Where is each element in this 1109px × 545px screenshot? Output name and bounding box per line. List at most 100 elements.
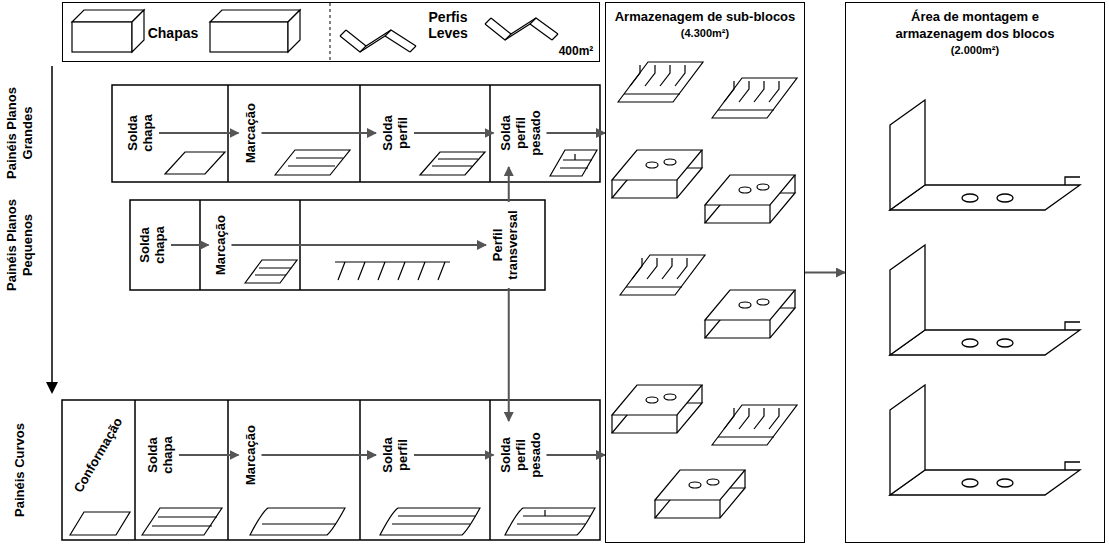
station-box: Solda chapa — [121, 99, 159, 167]
sub-block — [612, 150, 702, 198]
storage-box: Chapas Perfis Leves 400m² — [62, 2, 600, 62]
station-name: Conformação — [71, 415, 126, 495]
panel-sketch — [560, 154, 592, 168]
panel-sketch — [152, 517, 217, 526]
panel-sketch — [550, 150, 597, 176]
sub-block — [712, 405, 797, 445]
plate-stack — [210, 10, 300, 22]
plate-stack — [210, 22, 288, 52]
station-name: Perfil transversal — [490, 206, 520, 284]
flow-arrow — [159, 132, 239, 134]
profile-sketch — [491, 18, 558, 34]
station-box: Conformação — [67, 411, 130, 500]
station-name: Solda chapa — [145, 425, 175, 485]
plate-stack — [72, 22, 132, 52]
sub-block — [618, 62, 703, 102]
line-label: Painéis Curvos — [12, 413, 28, 528]
flow-arrow — [232, 244, 487, 246]
station-box: Solda perfil pesado — [494, 99, 547, 167]
station-box: Solda perfil — [376, 99, 414, 167]
panel-sketch — [165, 152, 225, 174]
storage-area: Armazenagem de sub-blocos(4.300m²) — [605, 2, 805, 543]
panel-sketch — [255, 268, 291, 275]
station-box: Solda perfil — [376, 421, 414, 489]
profile-sketch — [485, 24, 552, 40]
flow-arrow — [508, 167, 510, 202]
station-box: Solda perfil pesado — [494, 421, 547, 489]
panel-sketch — [250, 508, 345, 535]
flow-arrow — [547, 132, 606, 134]
station-name: Solda chapa — [125, 103, 155, 163]
line-label: Painéis Planos Grandes — [4, 81, 36, 186]
panel-sketch — [70, 512, 130, 535]
area-title: (2.000m²) — [885, 43, 1065, 58]
line-frame — [112, 85, 600, 182]
sub-block — [620, 255, 705, 295]
panel-sketch — [392, 516, 475, 524]
station-name: Solda perfil pesado — [498, 425, 543, 485]
profile-sketch — [485, 18, 558, 40]
flow-arrow — [547, 454, 606, 456]
station-name: Marcação — [213, 210, 228, 280]
flow-arrow — [414, 132, 494, 134]
material-name: Perfis Leves — [422, 9, 474, 41]
station-name: Solda chapa — [137, 215, 167, 275]
station-name: Marcação — [243, 420, 258, 490]
material-name: Chapas — [148, 25, 199, 41]
panel-sketch — [517, 510, 590, 524]
flow-arrow — [508, 288, 510, 421]
station-box: Solda chapa — [133, 211, 171, 279]
flow-arrow — [262, 132, 377, 134]
station-name: Solda perfil — [380, 425, 410, 485]
plate-stack — [132, 10, 144, 52]
flow-arrow — [179, 454, 239, 456]
sub-block — [612, 385, 702, 433]
station-divider — [135, 400, 490, 540]
panel-sketch — [245, 260, 297, 283]
panel-sketch — [505, 508, 595, 535]
plate-stack — [288, 10, 300, 52]
profile-sketch — [340, 30, 416, 52]
ship-block — [890, 100, 1080, 210]
area-title: (4.300m²) — [608, 26, 802, 41]
station-name: Marcação — [243, 98, 258, 168]
storage-area: Área de montagem e armazenagem dos bloco… — [845, 2, 1105, 543]
ship-block — [890, 245, 1080, 355]
station-box: Marcação — [209, 206, 232, 284]
line-frame — [62, 400, 600, 540]
divider-line — [330, 3, 331, 61]
flow-arrow — [805, 272, 845, 274]
panel-sketch — [288, 158, 343, 166]
panel-sketch — [380, 508, 480, 535]
flow-line — [51, 66, 53, 384]
line-frame — [130, 200, 545, 290]
panel-sketch — [432, 159, 478, 166]
station-box: Marcação — [239, 94, 262, 172]
material-name: 400m² — [559, 43, 594, 59]
line-label: Painéis Planos Pequenos — [4, 193, 36, 298]
sub-block — [712, 78, 797, 118]
panel-sketch — [420, 152, 485, 175]
sub-block — [705, 290, 795, 338]
station-box: Perfil transversal — [486, 202, 524, 288]
flow-arrowhead — [46, 382, 58, 394]
flow-arrow — [262, 454, 377, 456]
flow-arrow — [414, 454, 494, 456]
profile-sketch — [335, 262, 450, 280]
panel-sketch — [275, 150, 350, 175]
profile-sketch — [346, 30, 416, 46]
station-box: Solda chapa — [141, 421, 179, 489]
flow-arrow — [171, 244, 209, 246]
area-title: Área de montagem e armazenagem dos bloco… — [885, 8, 1065, 42]
sub-block — [705, 175, 795, 223]
profile-sketch — [340, 36, 410, 52]
station-name: Solda perfil — [380, 103, 410, 163]
station-name: Solda perfil pesado — [498, 103, 543, 163]
ship-block — [890, 385, 1080, 495]
station-box: Marcação — [239, 416, 262, 494]
area-title: Armazenagem de sub-blocos — [608, 8, 802, 25]
panel-sketch — [262, 523, 336, 524]
sub-block — [655, 470, 745, 518]
panel-sketch — [142, 508, 222, 535]
